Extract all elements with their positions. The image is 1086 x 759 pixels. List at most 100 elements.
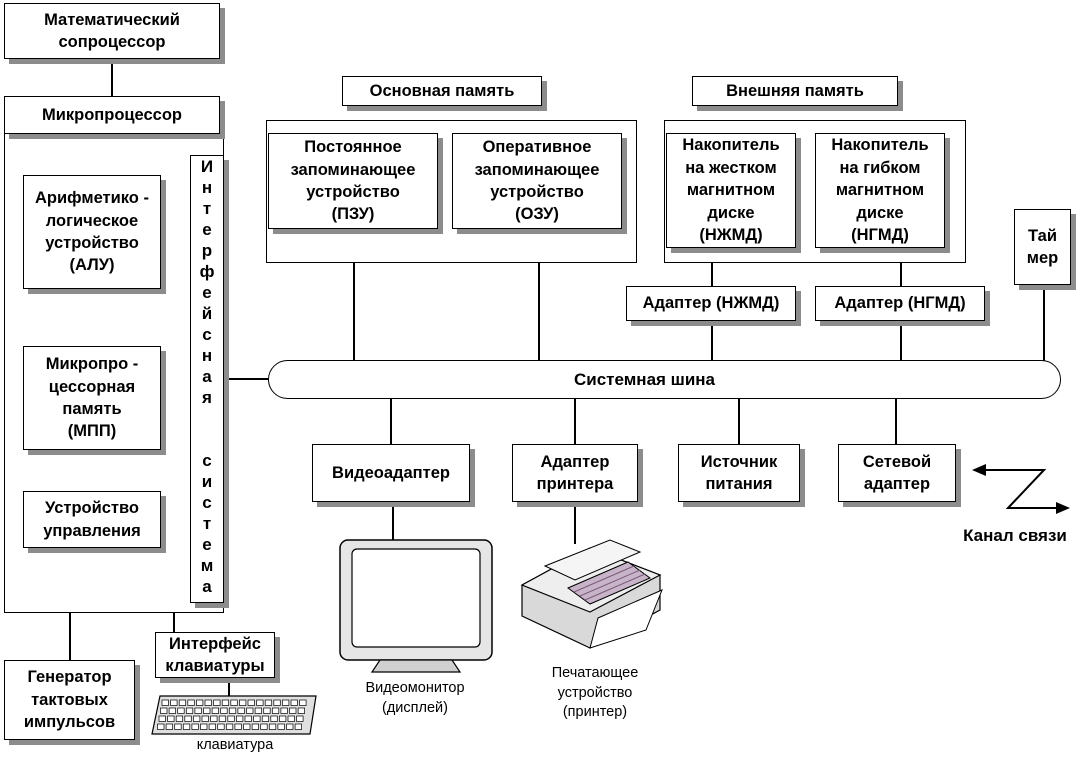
mpp-box: Микропро - цессорная память (МПП) [23, 346, 161, 450]
keyboard-key [200, 723, 208, 730]
power-bus-connector [738, 398, 740, 444]
keyboard-interface-box: Интерфейс клавиатуры [155, 632, 275, 678]
keyboard-key [282, 699, 290, 706]
keyboard-key [286, 723, 294, 730]
interface-system-box [190, 155, 224, 603]
microprocessor-title-box: Микропроцессор [4, 96, 220, 134]
keyboard-key [168, 707, 176, 714]
math-coprocessor-box: Математический сопроцессор [4, 3, 220, 59]
hdd-adapter-box: Адаптер (НЖМД) [626, 286, 796, 321]
alu-label: Арифметико - логическое устройство (АЛУ) [35, 189, 149, 275]
keyboard-key [271, 707, 280, 714]
keyboard-key [174, 723, 182, 730]
keyboard-key [253, 715, 261, 722]
keyboard-interface-label: Интерфейс клавиатуры [165, 634, 265, 675]
fdd-adapter-box: Адаптер (НГМД) [815, 286, 985, 321]
keyboard-key [193, 715, 201, 722]
mpp-label: Микропро - цессорная память (МПП) [45, 355, 139, 441]
keyboard-key [279, 715, 287, 722]
timer-bus-connector [1043, 284, 1045, 362]
interface-bus-connector [224, 378, 270, 380]
keyboard-key [264, 699, 273, 706]
keyboard-key [230, 699, 238, 706]
keyboard-key [177, 707, 185, 714]
keyboard-key [228, 707, 237, 714]
keyboard-key [218, 715, 227, 722]
keyboard-key [273, 699, 281, 706]
keyboard-key [157, 723, 165, 730]
keyboard-key [170, 699, 178, 706]
keyboard-key [217, 723, 225, 730]
keyboard-key [270, 715, 278, 722]
fdd-box: Накопитель на гибком магнитном диске (НГ… [815, 133, 945, 248]
rom-bus-connector [353, 228, 355, 361]
keyboard-cable [228, 676, 230, 696]
clock-generator-box: Генератор тактовых импульсов [4, 660, 135, 740]
fdd-adapter-bus-connector [900, 320, 902, 362]
keyboard-key [251, 723, 259, 730]
keyboard-key [254, 707, 262, 714]
keyboard-key [201, 715, 209, 722]
keyboard-label: клавиатура [196, 737, 274, 753]
keyboard-key [263, 707, 271, 714]
fdd-adapter-label: Адаптер (НГМД) [834, 294, 966, 313]
math-coprocessor-label: Математический сопроцессор [44, 10, 180, 51]
rom-label: Постоянное запоминающее устройство (ПЗУ) [290, 138, 416, 224]
external-memory-title-box: Внешняя память [692, 76, 898, 106]
clock-connector [69, 612, 71, 662]
video-monitor-connector [392, 502, 394, 542]
hdd-adapter-bus-connector [711, 320, 713, 362]
keyboard-key [268, 723, 277, 730]
keyboard-key [160, 707, 168, 714]
printer-adapter-box: Адаптер принтера [512, 444, 638, 502]
keyboard-key [260, 723, 268, 730]
keyboard-key [167, 715, 175, 722]
keyboard-key [246, 707, 254, 714]
keyboard-key [299, 699, 307, 706]
clock-generator-label: Генератор тактовых импульсов [23, 668, 116, 732]
power-supply-label: Источник питания [700, 452, 778, 493]
keyboard-key [277, 723, 285, 730]
keyboard-key [239, 699, 247, 706]
power-supply-box: Источник питания [678, 444, 800, 502]
monitor-label: Видеомонитор (дисплей) [365, 680, 465, 716]
keyboard-key [182, 723, 191, 730]
printer-adapter-bus-connector [574, 398, 576, 444]
alu-box: Арифметико - логическое устройство (АЛУ) [23, 175, 161, 289]
video-adapter-label: Видеоадаптер [332, 463, 450, 482]
main-memory-title: Основная память [369, 81, 515, 100]
microprocessor-title: Микропроцессор [41, 105, 183, 124]
fdd-label: Накопитель на гибком магнитном диске (НГ… [831, 136, 929, 245]
keyboard-key [175, 715, 184, 722]
keyboard-key [287, 715, 295, 722]
hdd-adapter-label: Адаптер (НЖМД) [642, 294, 780, 313]
keyboard-key [178, 699, 187, 706]
keyboard-key [236, 715, 244, 722]
keyboard-interface-connector [173, 612, 175, 634]
keyboard-key [296, 715, 304, 722]
keyboard-key [196, 699, 204, 706]
keyboard-key [280, 707, 288, 714]
keyboard-key [220, 707, 228, 714]
keyboard-key [261, 715, 270, 722]
network-adapter-box: Сетевой адаптер [838, 444, 956, 502]
keyboard-key [213, 699, 221, 706]
external-memory-title: Внешняя память [726, 81, 864, 100]
keyboard-key [185, 707, 194, 714]
keyboard-key [289, 707, 297, 714]
video-adapter-box: Видеоадаптер [312, 444, 470, 502]
hdd-adapter-connector [711, 248, 713, 288]
ram-label: Оперативное запоминающее устройство (ОЗУ… [474, 138, 600, 224]
keyboard-key [247, 699, 255, 706]
timer-box: Тай мер [1014, 209, 1071, 285]
comm-channel-label: Канал связи [963, 526, 1067, 545]
keyboard-key [244, 715, 252, 722]
network-adapter-label: Сетевой адаптер [862, 452, 932, 493]
keyboard-key [194, 707, 202, 714]
control-unit-label: Устройство управления [43, 499, 141, 540]
keyboard-key [191, 723, 199, 730]
keyboard-key [256, 699, 264, 706]
keyboard-key [158, 715, 166, 722]
